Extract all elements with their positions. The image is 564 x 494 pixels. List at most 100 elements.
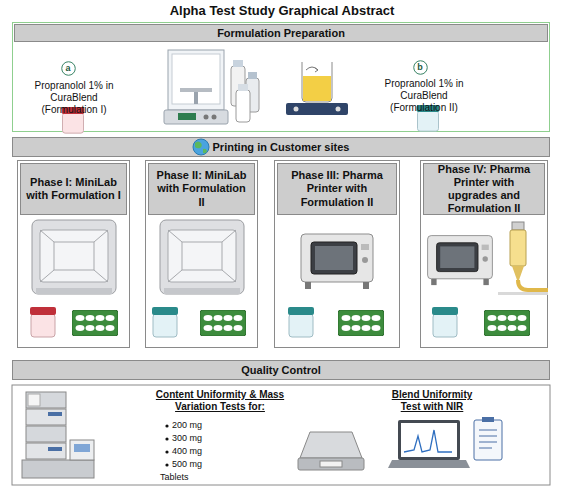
syringe-icon [512,222,524,230]
bottles-icon [246,78,259,112]
bottles-icon [233,60,243,67]
clipboard-icon [479,442,497,443]
test-heading: Content Uniformity & Mass Variation Test… [136,389,304,413]
bullet-dot [165,424,168,427]
section-heading: Quality Control [241,364,320,376]
clipboard-icon [479,436,497,437]
diagram-title: Alpha Test Study Graphical Abstract [0,3,564,18]
syringe-icon [510,230,526,266]
bullet-dot [165,437,168,440]
balance-icon [178,113,196,120]
jar-icon [432,307,458,337]
jar-icon [30,307,56,337]
hplc-icon [26,409,66,425]
balance-icon [180,88,212,92]
balance-icon [204,115,209,120]
syringe-icon [498,222,548,295]
section-band: Printing in Customer sites [12,137,550,157]
balance-icon [212,115,217,120]
phase-column: Phase III: Pharma Printer with Formulati… [274,160,400,348]
scale-icon [300,432,362,458]
jar-icon [152,307,178,337]
printer-icon [32,220,116,294]
stirrer-icon [303,76,331,101]
test-heading: Blend Uniformity Test with NIR [382,389,482,413]
laptop-icon [401,423,457,457]
bullet-dot [165,450,168,453]
hplc-icon [26,392,66,408]
printer-icon [428,236,493,286]
formulation-label: Propranolol 1% in CuraBlend (Formulation… [22,80,126,116]
list-item: 500 mg [172,459,232,470]
jar-icon [288,307,314,337]
laptop-icon [388,420,470,468]
phase-column: Phase II: MiniLab with Formulation II [145,160,258,348]
scale-icon [320,461,342,467]
balance-icon [194,92,198,104]
stirrer-icon [294,107,299,112]
blister-icon [338,310,384,336]
globe-icon [203,149,207,154]
printer-icon [301,234,373,289]
hplc-icon [48,412,62,416]
syringe-icon [518,280,548,290]
clipboard-icon [474,420,502,460]
clipboard-icon [482,417,494,422]
printer-icon [32,220,116,294]
laptop-icon [388,460,470,468]
list-item: 400 mg [172,446,232,457]
scale-icon [298,432,364,470]
blister-icon [72,310,118,336]
printer-icon [428,236,493,286]
section-band: Quality Control [12,360,550,380]
callout-circle: b [413,60,428,75]
blister-icon [484,310,530,336]
bottles-icon [231,60,259,122]
section-panel: Formulation Preparationab [12,22,550,132]
syringe-icon [498,292,548,295]
list-item: Tablets [160,472,220,483]
bullet-dot [165,424,168,466]
jar-icon [288,307,314,337]
callout-circle: a [61,61,76,76]
scale-icon [298,458,364,470]
laptop-icon [404,430,452,452]
formulation-label: Propranolol 1% in CuraBlend (Formulation… [372,78,476,114]
jar-icon [152,307,178,337]
hplc-icon [28,394,40,406]
section-heading: Phase IV: Pharma Printer with upgrades a… [423,163,545,215]
blister-icon [72,310,118,336]
stirrer-icon [306,67,318,70]
list-item: 200 mg [172,420,232,431]
content-box [12,385,550,485]
list-item: 300 mg [172,433,232,444]
printer-icon [160,220,244,294]
section-heading: Phase I: MiniLab with Formulation I [20,163,127,215]
hplc-icon [48,447,62,451]
bottles-icon [238,84,248,91]
hplc-icon [70,440,94,460]
blister-icon [200,310,246,336]
jar-icon [30,307,56,337]
globe-icon [193,139,209,155]
stirrer-icon [286,103,348,115]
hplc-icon [26,443,66,459]
balance-icon [172,54,220,104]
jar-icon [432,307,458,337]
circle-outline [61,61,75,75]
blister-icon [338,310,384,336]
bottles-icon [231,66,245,106]
balance-icon [164,110,228,124]
blister-icon [200,310,246,336]
laptop-icon [398,420,460,460]
printer-icon [160,220,244,294]
callout-letter: a [65,64,70,73]
balance-icon [168,50,224,110]
stirrer-icon [302,62,332,102]
stirrer-icon [286,62,348,115]
bullet-dot [165,463,168,466]
hplc-icon [74,444,90,452]
globe-icon [195,142,202,149]
blister-icon [484,310,530,336]
